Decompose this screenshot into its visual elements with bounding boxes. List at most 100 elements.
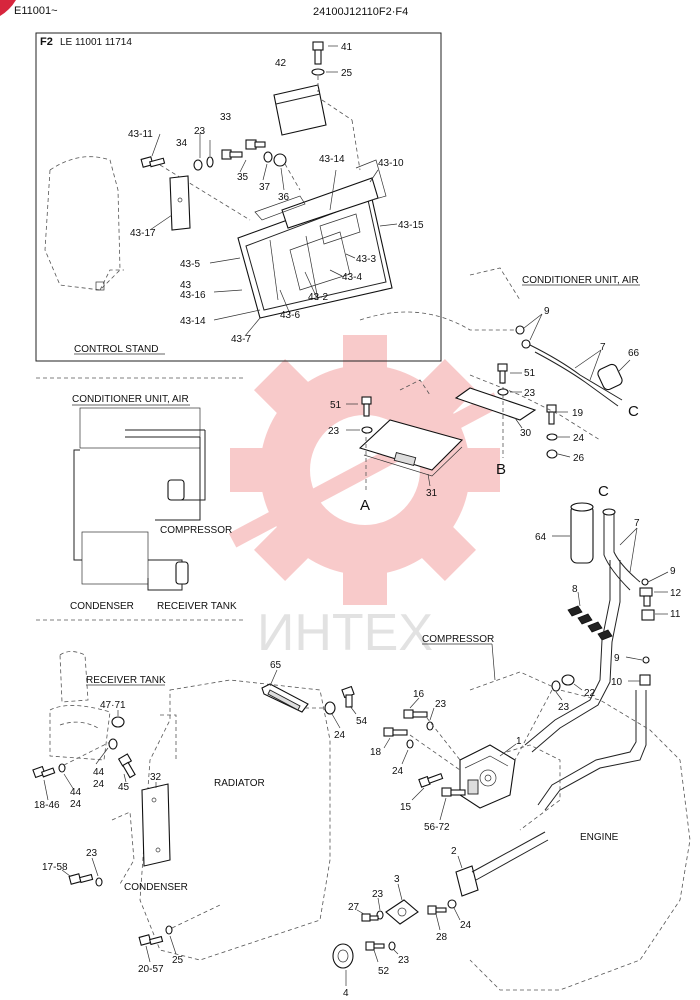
- letter-c2: C: [598, 483, 609, 500]
- label-24c: 24: [70, 799, 82, 810]
- label-65: 65: [270, 660, 282, 671]
- watermark: ИНТЕХ: [228, 335, 502, 662]
- washer-24f: [447, 899, 457, 909]
- label-43-5: 43-5: [180, 259, 200, 270]
- label-17-58: 17-58: [42, 862, 68, 873]
- radiator-outline: [139, 679, 331, 961]
- label-12: 12: [670, 588, 682, 599]
- label-64: 64: [535, 532, 547, 543]
- fitting-11: [641, 609, 655, 621]
- schematic-conditioner-label: CONDITIONER UNIT, AIR: [72, 394, 189, 405]
- label-3: 3: [394, 874, 400, 885]
- schematic-compressor-label: COMPRESSOR: [160, 525, 232, 536]
- label-7a: 7: [600, 342, 606, 353]
- label-15: 15: [400, 802, 412, 813]
- label-43-16: 43-16: [180, 290, 206, 301]
- label-20-57: 20-57: [138, 964, 164, 975]
- schematic-receiver-label: RECEIVER TANK: [157, 601, 237, 612]
- label-24e: 24: [392, 766, 404, 777]
- label-52: 52: [378, 966, 390, 977]
- label-19: 19: [572, 408, 584, 419]
- label-26: 26: [573, 453, 585, 464]
- label-24b: 24: [93, 779, 105, 790]
- bolt-18: [383, 727, 408, 737]
- washer-24a: [546, 433, 558, 441]
- bolt-27: [361, 913, 379, 922]
- oring-9b: [641, 578, 649, 586]
- control-stand-inset: F2 LE 11001 11714 CONTROL STAND: [35, 32, 442, 362]
- label-43-17: 43-17: [130, 228, 156, 239]
- label-43-14a: 43-14: [319, 154, 345, 165]
- inset-leaders: [149, 133, 398, 337]
- label-44b: 44: [70, 787, 82, 798]
- engine-outline: [469, 671, 691, 991]
- bracket-2: [455, 831, 549, 897]
- radiator-area: RECEIVER TANK RADIATOR 47·71 44: [32, 651, 368, 975]
- label-45: 45: [118, 782, 130, 793]
- washer-23c: [497, 388, 509, 396]
- bolt-52: [365, 941, 385, 951]
- label-23f: 23: [86, 848, 98, 859]
- schematic-condenser-label: CONDENSER: [70, 601, 134, 612]
- label-8: 8: [572, 584, 578, 595]
- watermark-text: ИНТЕХ: [257, 604, 433, 662]
- label-41: 41: [341, 42, 353, 53]
- label-9a: 9: [544, 306, 550, 317]
- label-43-4: 43-4: [342, 272, 362, 283]
- label-43-10: 43-10: [378, 158, 404, 169]
- title-receiver-tank: RECEIVER TANK: [86, 675, 166, 686]
- bolt-16: [403, 709, 428, 719]
- hose-7a: [529, 344, 623, 401]
- title-compressor: COMPRESSOR: [422, 634, 494, 645]
- bolt-17-58: [68, 873, 94, 885]
- label-54: 54: [356, 716, 368, 727]
- label-22: 22: [584, 688, 596, 699]
- header-right-code: 24100J12110F2·F4: [313, 6, 408, 18]
- bolt-19: [546, 404, 557, 425]
- washer-24d: [324, 701, 336, 715]
- label-24a: 24: [573, 433, 585, 444]
- pulley-4: [332, 943, 354, 969]
- fitting-12: [639, 587, 653, 607]
- bracket-42: [273, 84, 327, 136]
- label-66: 66: [628, 348, 640, 359]
- bracket-65: [261, 683, 309, 713]
- title-radiator: RADIATOR: [214, 778, 265, 789]
- washer-23f: [95, 877, 103, 887]
- nut-22: [561, 674, 575, 686]
- bracket-43-17: [169, 175, 191, 231]
- label-33: 33: [220, 112, 232, 123]
- bolt-15: [418, 773, 444, 788]
- washer-44b: [58, 763, 66, 773]
- label-18: 18: [370, 747, 382, 758]
- label-43-7: 43-7: [231, 334, 251, 345]
- label-23c: 23: [524, 388, 536, 399]
- label-47-71: 47·71: [100, 700, 126, 711]
- bolt-41: [311, 41, 325, 76]
- washer-23b: [361, 426, 373, 434]
- label-37: 37: [259, 182, 271, 193]
- label-25b: 25: [172, 955, 184, 966]
- label-11: 11: [670, 609, 681, 620]
- label-43-2: 43-2: [308, 292, 328, 303]
- gear-logo-icon: [228, 335, 502, 605]
- washer-36: [273, 153, 287, 167]
- label-43-6: 43-6: [280, 310, 300, 321]
- label-24f: 24: [460, 920, 472, 931]
- label-23b: 23: [328, 426, 340, 437]
- label-16: 16: [413, 689, 425, 700]
- compressor-engine-area: COMPRESSOR ENGINE 1: [332, 634, 691, 999]
- label-25a: 25: [341, 68, 353, 79]
- label-4: 4: [343, 988, 349, 999]
- label-30: 30: [520, 428, 532, 439]
- conditioner-unit-area: CONDITIONER UNIT, AIR: [328, 267, 640, 514]
- compressor-1: [459, 744, 516, 809]
- washer-44a: [108, 738, 118, 750]
- title-condenser: CONDENSER: [124, 882, 188, 893]
- label-43-14b: 43-14: [180, 316, 206, 327]
- label-43-11: 43-11: [128, 129, 153, 140]
- label-23h: 23: [398, 955, 410, 966]
- letter-b: B: [496, 461, 506, 478]
- label-28: 28: [436, 932, 448, 943]
